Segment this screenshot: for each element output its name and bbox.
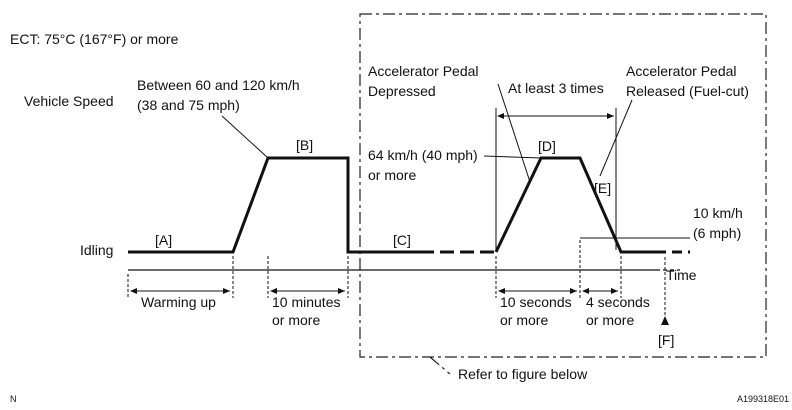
speed-f-line2: (6 mph) bbox=[693, 225, 741, 241]
step-a-label: [A] bbox=[155, 232, 172, 248]
step-d-label: [D] bbox=[538, 138, 556, 154]
ten-min-line2: or more bbox=[272, 312, 320, 328]
speed-d-line2: or more bbox=[368, 167, 416, 183]
figure-code: A199318E01 bbox=[737, 394, 789, 404]
speed-profile-d-e bbox=[494, 156, 656, 254]
pedal-released-line2: Released (Fuel-cut) bbox=[626, 83, 749, 99]
pedal-released-line1: Accelerator Pedal bbox=[626, 63, 737, 79]
ect-condition: ECT: 75°C (167°F) or more bbox=[10, 31, 179, 47]
speed-d-leader bbox=[483, 155, 542, 159]
step-b-label: [B] bbox=[296, 137, 313, 153]
time-label: Time bbox=[666, 267, 697, 283]
speed-d-line1: 64 km/h (40 mph) bbox=[368, 147, 478, 163]
refer-leader bbox=[429, 356, 451, 375]
ten-sec-line2: or more bbox=[500, 312, 548, 328]
pedal-depressed-leader bbox=[497, 83, 531, 183]
ten-min-line1: 10 minutes bbox=[272, 294, 340, 310]
repeat-label: At least 3 times bbox=[508, 80, 604, 96]
pedal-depressed-line1: Accelerator Pedal bbox=[368, 63, 479, 79]
speed-profile-a-b bbox=[128, 156, 420, 254]
speed-range-line2: (38 and 75 mph) bbox=[137, 97, 240, 113]
f-marker-arrowhead bbox=[661, 316, 669, 325]
warmup-label: Warming up bbox=[141, 294, 216, 310]
idling-label: Idling bbox=[80, 242, 113, 258]
corner-letter: N bbox=[10, 394, 17, 404]
step-c-label: [C] bbox=[393, 232, 411, 248]
refer-note: Refer to figure below bbox=[458, 366, 588, 382]
speed-range-leader bbox=[221, 115, 269, 159]
four-sec-line2: or more bbox=[586, 312, 634, 328]
step-e-label: [E] bbox=[594, 180, 611, 196]
four-sec-line1: 4 seconds bbox=[586, 294, 650, 310]
refer-frame bbox=[359, 13, 767, 358]
speed-f-line1: 10 km/h bbox=[693, 205, 743, 221]
y-axis-label: Vehicle Speed bbox=[24, 93, 114, 109]
step-f-label: [F] bbox=[658, 332, 674, 348]
pedal-depressed-line2: Depressed bbox=[368, 83, 436, 99]
speed-range-line1: Between 60 and 120 km/h bbox=[137, 77, 300, 93]
ten-sec-line1: 10 seconds bbox=[500, 294, 572, 310]
